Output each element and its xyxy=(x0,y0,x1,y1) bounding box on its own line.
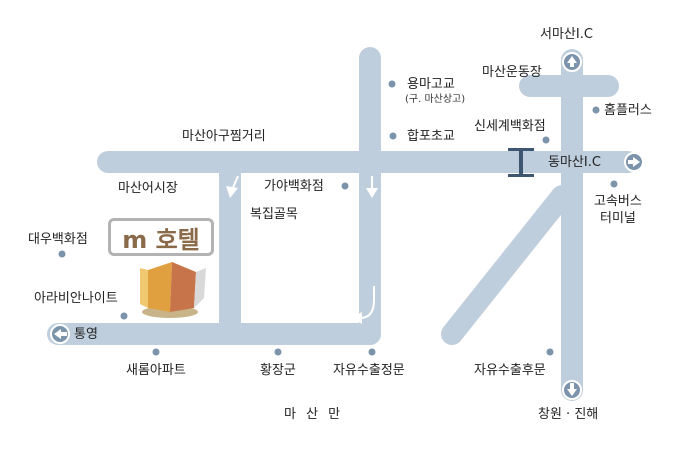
hotel-sign: m 호텔 xyxy=(108,218,214,256)
label-hwangjanggun: 황장군 xyxy=(260,363,296,378)
label-masan-bay: 마 산 만 xyxy=(284,407,344,422)
label-yongmago-sub: (구. 마산상고) xyxy=(405,94,466,105)
dot-saerom xyxy=(152,348,160,356)
label-dongmasan-ic: 동마산I.C xyxy=(548,155,601,170)
dot-free-export-back xyxy=(546,348,554,356)
label-yongmago: 용마고교 xyxy=(407,77,455,92)
label-free-export-main: 자유수출정문 xyxy=(333,363,405,378)
highway-ic-icon xyxy=(508,148,534,177)
dot-arabian xyxy=(120,312,128,320)
dot-bus-terminal xyxy=(610,180,618,188)
label-changwon-jinhae: 창원 · 진해 xyxy=(538,407,599,422)
label-homeplus: 홈플러스 xyxy=(604,103,652,118)
label-daewoo: 대우백화점 xyxy=(28,232,88,247)
turn-arrow-head-left xyxy=(226,186,238,198)
label-bus-terminal-1: 고속버스 xyxy=(594,194,642,209)
label-tongyeong: 통영 xyxy=(74,327,98,342)
road-diagonal xyxy=(441,185,573,345)
dot-yongmago xyxy=(388,80,396,88)
dot-homeplus xyxy=(592,106,600,114)
turn-arrow-head-bottom xyxy=(352,312,362,324)
label-free-export-back: 자유수출후문 xyxy=(474,363,546,378)
label-bokjip: 복집골목 xyxy=(250,207,298,222)
dot-daewoo xyxy=(58,250,66,258)
label-seomasan-ic: 서마산I.C xyxy=(540,27,593,42)
arrow-up-icon xyxy=(562,52,582,72)
hotel-building-icon xyxy=(140,262,206,318)
dot-gaya xyxy=(341,182,349,190)
label-masan-stadium: 마산운동장 xyxy=(482,65,542,80)
label-saerom: 새롬아파트 xyxy=(126,363,186,378)
dot-hwangjanggun xyxy=(274,348,282,356)
dot-free-export-main xyxy=(368,348,376,356)
label-arabian: 아라비안나이트 xyxy=(34,291,118,306)
label-bus-terminal-2: 터미널 xyxy=(600,211,636,226)
dot-shinsegae xyxy=(542,136,550,144)
arrow-down-icon xyxy=(562,380,582,400)
label-masan-market: 마산어시장 xyxy=(118,181,178,196)
dot-habpo xyxy=(389,132,397,140)
label-shinsegae: 신세계백화점 xyxy=(474,119,546,134)
turn-arrow-head-center xyxy=(366,188,378,198)
arrow-right-icon xyxy=(624,152,644,172)
arrow-left-icon xyxy=(50,324,70,344)
label-habpo: 합포초교 xyxy=(407,129,455,144)
turn-arrow-icon-bottom xyxy=(359,286,375,319)
label-gaya: 가야백화점 xyxy=(264,179,324,194)
label-masan-agujjim: 마산아구찜거리 xyxy=(182,129,266,144)
